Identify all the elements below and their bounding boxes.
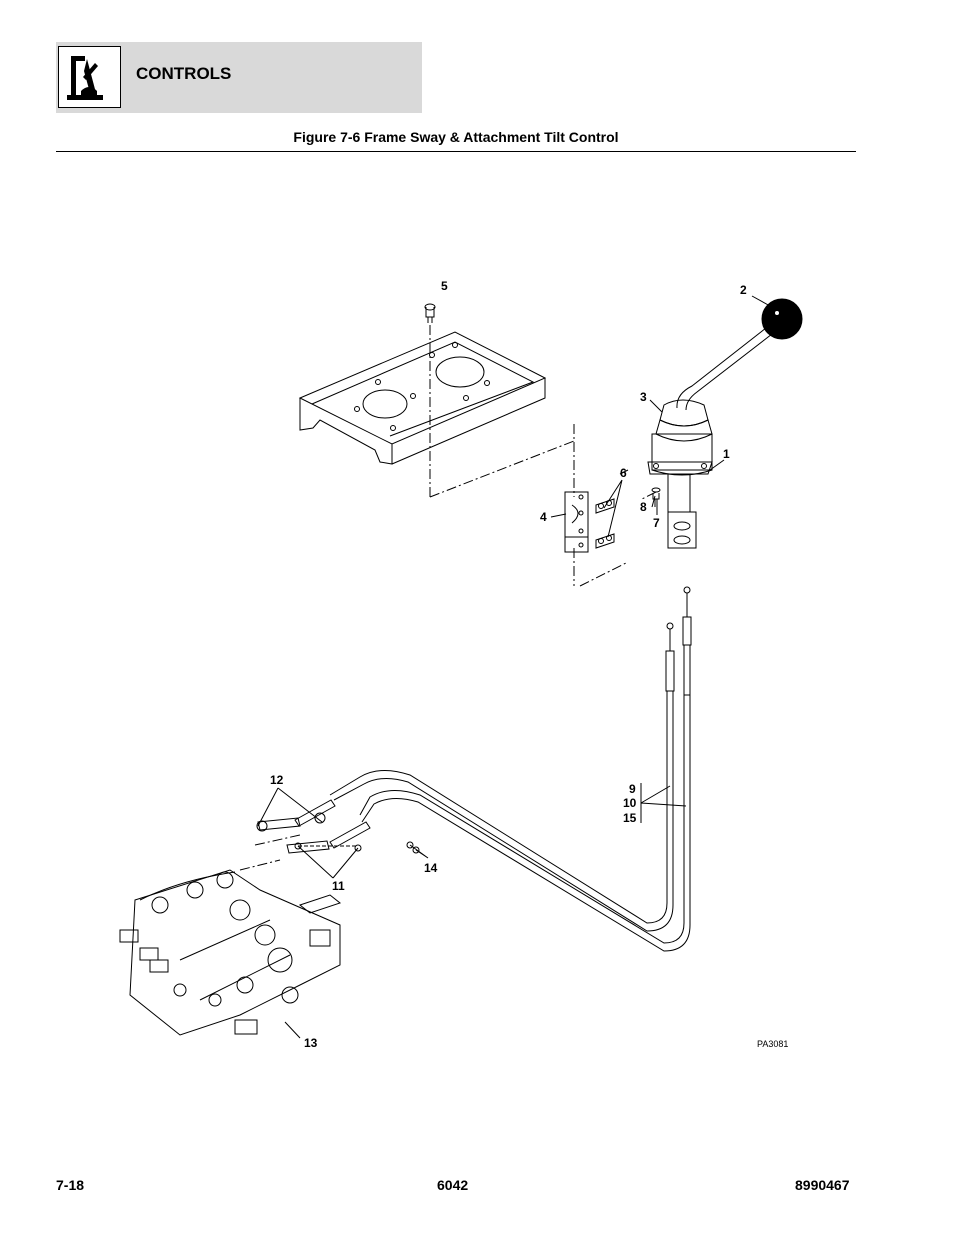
callout-2: 2 (740, 283, 747, 297)
section-title: CONTROLS (136, 64, 232, 83)
callout-5: 5 (441, 279, 448, 293)
bracket-4 (564, 491, 589, 553)
callout-12: 12 (270, 773, 284, 787)
callout-11: 11 (332, 879, 345, 893)
callout-8: 8 (640, 500, 647, 514)
control-cables (329, 586, 692, 952)
joystick-control-icon (58, 46, 121, 108)
callout-15: 15 (623, 811, 637, 825)
page-number: 7-18 (56, 1177, 85, 1193)
callout-9: 9 (629, 782, 636, 796)
callout-6: 6 (620, 466, 627, 480)
callout-numbers: 5 2 3 1 6 4 8 7 9 10 15 12 11 14 13 PA30… (270, 279, 788, 1050)
screw-5 (424, 303, 436, 497)
floor-plate (298, 331, 547, 465)
drawing-id: PA3081 (757, 1039, 788, 1049)
title-rule (56, 151, 856, 152)
callout-4: 4 (540, 510, 547, 524)
control-valve-13 (119, 869, 342, 1036)
callout-leaders (257, 295, 771, 1039)
callout-3: 3 (640, 390, 647, 404)
callout-1: 1 (723, 447, 730, 461)
joystick-control-lever (647, 298, 803, 549)
callout-10: 10 (623, 796, 637, 810)
callout-13: 13 (304, 1036, 318, 1050)
callout-7: 7 (653, 516, 660, 530)
manual-part-number: 8990467 (795, 1177, 850, 1193)
figure-title: Figure 7-6 Frame Sway & Attachment Tilt … (293, 129, 619, 145)
cable-end-fittings (239, 799, 420, 871)
callout-14: 14 (424, 861, 438, 875)
model-number: 6042 (437, 1177, 469, 1193)
